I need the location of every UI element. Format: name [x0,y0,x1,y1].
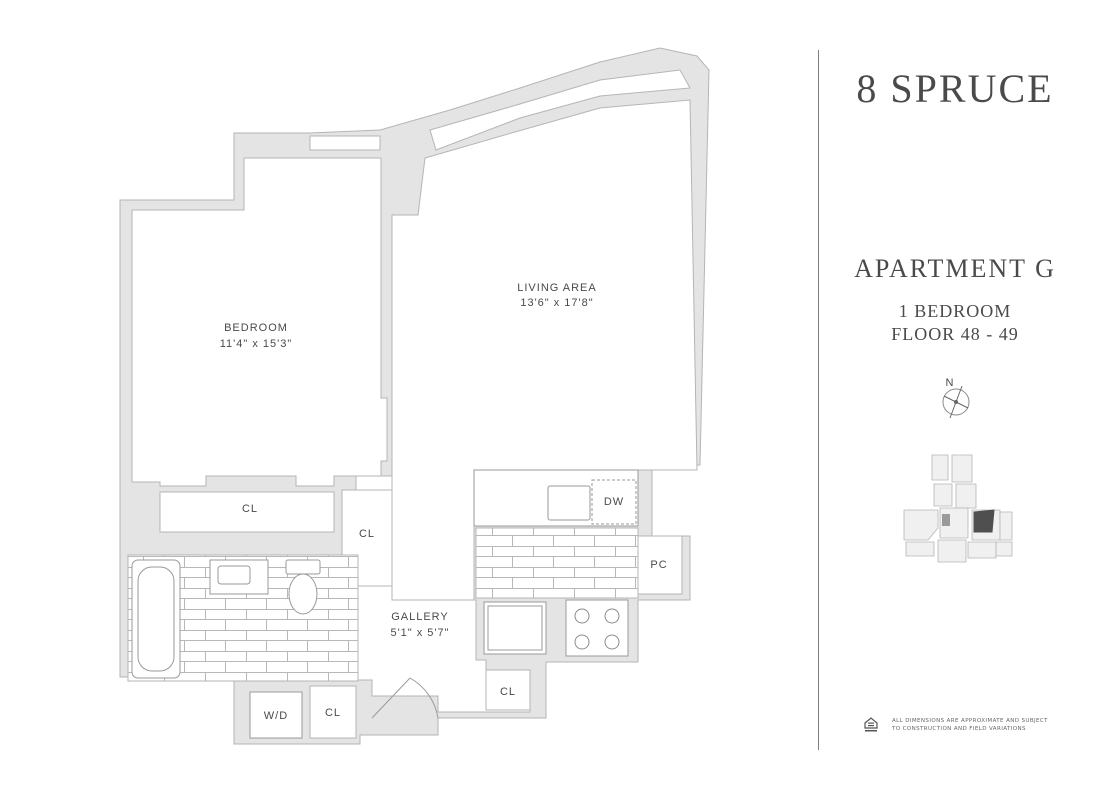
bedroom-room [131,157,388,487]
pantry-closet [637,535,683,595]
kitchen-closet-label: CL [500,686,516,698]
cooktop [565,599,629,657]
key-plan-core [942,514,950,526]
entry-door [371,677,439,719]
wd-closet [309,685,357,739]
unit-type: 1 BEDROOM [899,301,1012,321]
brand-logo: 8 SPRUCE [856,66,1053,111]
bathtub-inner [137,566,175,672]
cooktop-burners [574,608,620,650]
bedroom-closet-label: CL [242,503,258,515]
equal-housing-icon [864,717,878,732]
dishwasher [591,479,637,525]
compass-icon [942,385,970,419]
bathroom-sink [217,565,251,585]
kitchen-sink [547,485,591,521]
washer-dryer [249,691,303,739]
window-strip-bedroom [309,135,381,151]
bedroom-label: BEDROOM [224,322,288,334]
window-strip [429,69,691,151]
hall-closet-label: CL [359,528,375,540]
kitchen-closet [485,669,531,711]
hall-closet [341,489,393,587]
gallery-dims: 5'1" x 5'7" [390,627,449,639]
key-plan [903,454,1013,563]
refrigerator-inner [487,605,543,651]
panel-divider [818,50,819,750]
gallery-label: GALLERY [391,611,449,623]
unit-floors: FLOOR 48 - 49 [891,324,1019,344]
disclaimer-line-2: TO CONSTRUCTION AND FIELD VARIATIONS [892,726,1026,732]
pantry-closet-label: PC [650,559,667,571]
wd-closet-label: CL [325,707,341,719]
kitchen-floor [475,527,639,599]
disclaimer: ALL DIMENSIONS ARE APPROXIMATE AND SUBJE… [892,717,1048,733]
key-plan-highlight [973,509,995,533]
disclaimer-line-1: ALL DIMENSIONS ARE APPROXIMATE AND SUBJE… [892,718,1048,724]
bedroom-closet [159,491,335,533]
living-area-label: LIVING AREA [517,282,596,294]
washer-dryer-label: W/D [264,710,288,722]
apartment-title: APARTMENT G [854,254,1056,283]
toilet-tank [285,559,321,575]
bedroom-dims: 11'4" x 15'3" [220,338,293,350]
dishwasher-label: DW [604,496,624,508]
compass-north-label: N [946,377,955,389]
living-area-dims: 13'6" x 17'8" [520,297,593,309]
toilet-bowl [288,573,318,615]
